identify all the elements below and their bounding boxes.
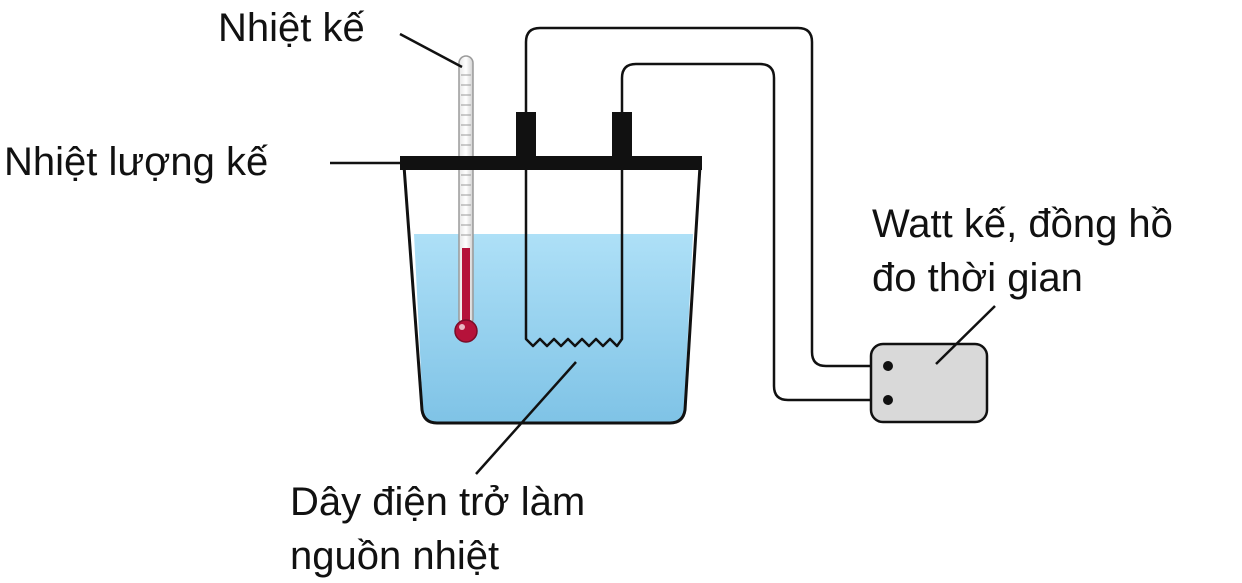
wire-inner (620, 62, 888, 402)
calorimeter-lid (400, 156, 702, 170)
wattmeter-timer-box (869, 342, 989, 424)
thermometer-scale (461, 74, 471, 236)
meter-terminal-top (883, 361, 893, 371)
label-wattmeter-line1: Watt kế, đồng hồ (872, 202, 1173, 246)
label-thermometer: Nhiệt kế (218, 6, 365, 50)
label-calorimeter: Nhiệt lượng kế (4, 140, 269, 184)
label-resistor-line1: Dây điện trở làm (290, 480, 586, 524)
terminal-right (612, 112, 632, 158)
leader-meter (935, 305, 996, 365)
leader-resistor (475, 361, 577, 475)
thermometer-liquid (462, 248, 470, 320)
calorimeter-vessel (402, 165, 702, 425)
meter-terminal-bottom (883, 395, 893, 405)
heating-resistor-wire (524, 170, 624, 348)
label-resistor-line2: nguồn nhiệt (290, 534, 500, 578)
thermometer-bulb (454, 319, 478, 343)
thermometer (454, 55, 478, 343)
leader-thermometer (399, 32, 463, 69)
label-wattmeter-line2: đo thời gian (872, 256, 1083, 300)
terminal-left (516, 112, 536, 158)
wire-outer (524, 26, 888, 368)
